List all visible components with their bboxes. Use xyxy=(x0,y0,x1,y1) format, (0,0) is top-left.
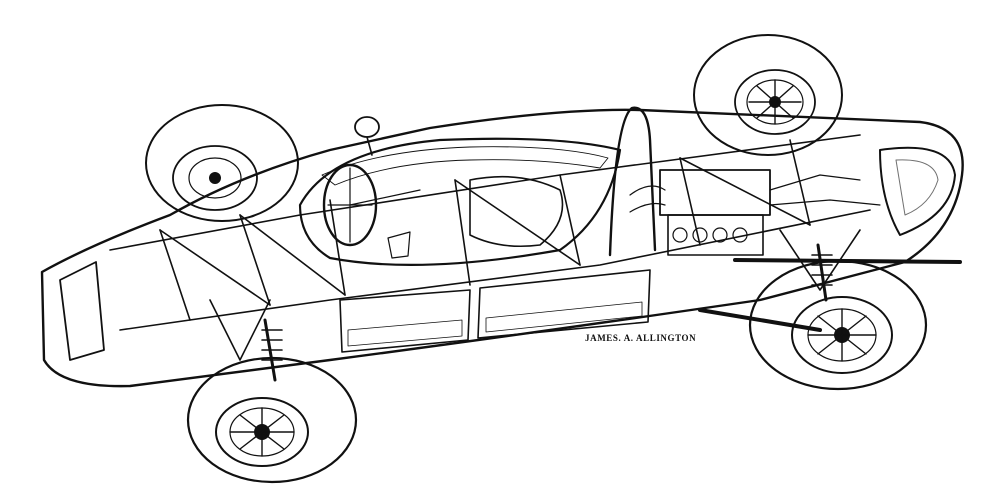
front-wheel-near xyxy=(186,356,358,484)
space-frame xyxy=(109,106,871,331)
rear-wheel-far xyxy=(693,34,843,156)
body-shell xyxy=(40,108,964,388)
cockpit-interior xyxy=(322,163,564,259)
engine xyxy=(629,169,962,332)
front-wheel-far xyxy=(145,104,299,222)
artist-signature: JAMES. A. ALLINGTON xyxy=(585,333,697,343)
suspension xyxy=(209,229,861,382)
rear-wheel-near xyxy=(748,259,928,391)
